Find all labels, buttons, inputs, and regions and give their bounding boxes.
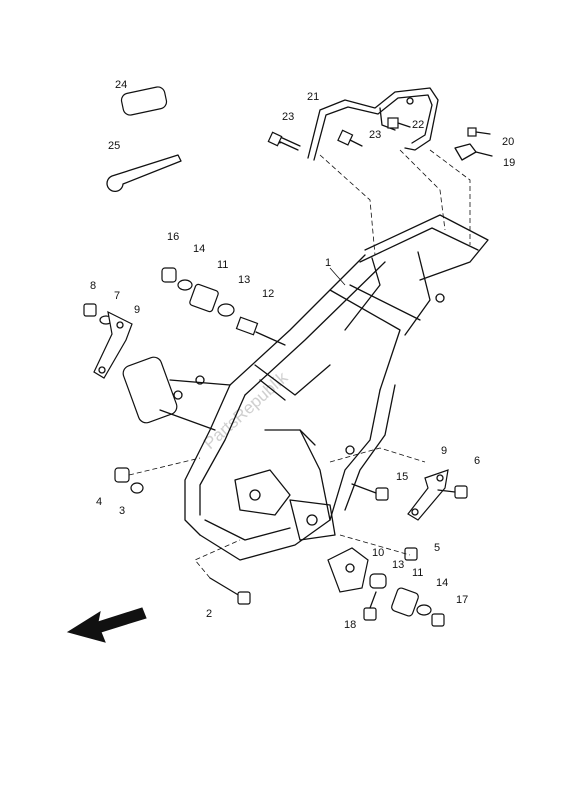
nut-4 [114, 467, 130, 483]
bracket-9-left [93, 310, 133, 379]
callout-17: 17 [456, 594, 468, 606]
bolt-12 [235, 316, 286, 346]
callout-14-top: 14 [193, 243, 205, 255]
callout-9-left: 9 [134, 304, 140, 316]
callout-14-bottom: 14 [436, 577, 448, 589]
callout-13-bottom: 13 [392, 559, 404, 571]
nut-16 [161, 267, 177, 283]
bolt-2 [209, 577, 251, 605]
bolt-6 [437, 485, 468, 499]
bolt-17 [431, 613, 445, 627]
hook-wrench-25 [106, 154, 182, 193]
callout-25: 25 [108, 140, 120, 152]
grip-24 [120, 86, 168, 116]
callout-13-top: 13 [238, 274, 250, 286]
callout-20: 20 [502, 136, 514, 148]
watermark: PartsRepublik [200, 368, 292, 453]
arrow-icon [66, 607, 147, 643]
callout-6: 6 [474, 455, 480, 467]
bracket-10 [327, 547, 369, 593]
callout-24: 24 [115, 79, 127, 91]
callout-19: 19 [503, 157, 515, 169]
washer-14-top [177, 279, 193, 291]
callout-10: 10 [372, 547, 384, 559]
collar-13-bottom [369, 573, 387, 589]
callout-8: 8 [90, 280, 96, 292]
nut-8 [83, 303, 97, 317]
callout-2: 2 [206, 608, 212, 620]
callout-23-left: 23 [282, 111, 294, 123]
bolt-18 [363, 591, 377, 621]
callout-3: 3 [119, 505, 125, 517]
callout-11-bottom: 11 [412, 567, 423, 579]
callout-labels: 1 2 3 4 5 6 7 8 9 9 10 11 11 12 13 13 14… [90, 79, 515, 631]
callout-16: 16 [167, 231, 179, 243]
washer-14-bottom [416, 604, 432, 616]
callout-23-right: 23 [369, 129, 381, 141]
callout-7: 7 [114, 290, 120, 302]
callout-11-top: 11 [217, 259, 228, 271]
nut-5 [404, 547, 418, 561]
bolt-23-left [267, 131, 301, 151]
callout-9-right: 9 [441, 445, 447, 457]
bolt-15 [351, 483, 389, 501]
callout-1: 1 [325, 257, 331, 269]
callout-15: 15 [396, 471, 408, 483]
washer-3 [130, 482, 144, 494]
bolt-23-right [337, 129, 363, 147]
callout-22: 22 [412, 119, 424, 131]
collar-11-bottom [391, 587, 419, 617]
callout-5: 5 [434, 542, 440, 554]
callout-12: 12 [262, 288, 274, 300]
collar-13-top [217, 303, 235, 317]
callout-4: 4 [96, 496, 102, 508]
nut-22 [387, 117, 411, 129]
bolt-20 [467, 127, 491, 137]
main-frame [122, 214, 489, 561]
collar-11-top [189, 283, 219, 313]
bracket-19 [454, 143, 493, 161]
callout-18: 18 [344, 619, 356, 631]
bracket-9-right [407, 469, 449, 521]
callout-21: 21 [307, 91, 319, 103]
